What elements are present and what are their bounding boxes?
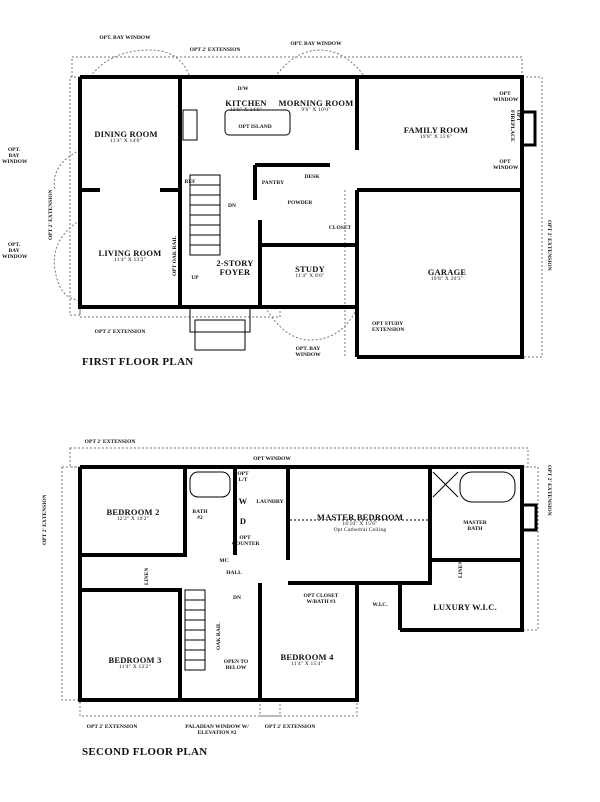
opt-extension-label: OPT 2' EXTENSION: [86, 724, 138, 730]
room-size: 16'10" X 15'6": [342, 520, 378, 527]
optional-extension-lines: [53, 49, 543, 717]
room-size: 19'8" X 20'3": [430, 275, 464, 282]
opt-oak-rail-label: OPT OAK RAIL: [172, 235, 178, 276]
paladian-window-label: PALADIAN WINDOW W/ ELEVATION #2: [185, 724, 249, 736]
opt-extension-label: OPT 2' EXTENSION: [48, 189, 54, 240]
desk-label: DESK: [304, 174, 320, 180]
room-name: LIVING ROOM: [98, 248, 162, 258]
opt-extension-label: OPT 2' EXTENSION: [84, 439, 136, 445]
opt-window-label: OPT WINDOW: [493, 159, 519, 171]
first-floor-fixtures: [182, 109, 291, 351]
mc-label: MC: [219, 558, 229, 564]
opt-bay-window-label: OPT. BAY WINDOW: [99, 35, 151, 41]
room-size: 11'4" X 8'6": [295, 272, 325, 279]
opt-fireplace-label: OPT FIREPLACE: [509, 110, 521, 142]
washer-label: W: [238, 496, 248, 506]
room-name: FAMILY ROOM: [403, 125, 469, 135]
opt-bay-window-label: OPT. BAY WINDOW: [2, 147, 28, 165]
powder-label: POWDER: [287, 200, 313, 206]
room-name: BEDROOM 2: [106, 507, 160, 517]
laundry-label: LAUNDRY: [256, 499, 284, 505]
room-name: STUDY: [295, 264, 325, 274]
opt-island-label: OPT ISLAND: [238, 124, 272, 130]
opt-lt-label: OPT L/T: [237, 471, 249, 483]
stairs-down-label: DN: [233, 595, 241, 601]
room-name: DINING ROOM: [94, 129, 158, 139]
room-size: 12'2" X 10'2": [116, 515, 150, 522]
second-floor-fixtures: [184, 471, 538, 671]
pantry-label: PANTRY: [261, 180, 285, 186]
opt-extension-label: OPT 2' EXTENSION: [264, 724, 316, 730]
opt-window-label: OPT WINDOW: [493, 91, 519, 103]
opt-extension-label: OPT 2' EXTENSION: [94, 329, 146, 335]
room-name: BEDROOM 4: [280, 652, 334, 662]
linen-label: LINEN: [144, 567, 150, 585]
dishwasher-label: D/W: [237, 86, 249, 92]
opt-extension-label: OPT 2' EXTENSION: [42, 494, 48, 545]
second-floor-title: SECOND FLOOR PLAN: [82, 746, 208, 758]
room-name: KITCHEN: [225, 98, 267, 108]
opt-extension-label: OPT 2' EXTENSION: [546, 220, 552, 271]
closet-label: CLOSET: [328, 225, 352, 231]
room-size: 13'6" X 14'0": [229, 106, 263, 113]
foyer-room: 2-STORY FOYER: [216, 258, 254, 277]
open-to-below-label: OPEN TO BELOW: [223, 659, 249, 671]
room-size: 11'4" X 13'2": [113, 256, 147, 263]
master-bath-label: MASTER BATH: [463, 520, 487, 532]
opt-bay-window-label: OPT. BAY WINDOW: [290, 41, 342, 47]
room-name: MORNING ROOM: [278, 98, 354, 108]
opt-bay-window-label: OPT. BAY WINDOW: [2, 242, 28, 260]
oak-rail-label: OAK RAIL: [216, 622, 222, 650]
room-size: 11'4" X 14'0": [109, 137, 143, 144]
room-name: BEDROOM 3: [108, 655, 162, 665]
opt-study-extension-label: OPT STUDY EXTENSION: [372, 321, 405, 333]
linen-label: LINEN: [458, 560, 464, 578]
opt-bay-window-label: OPT. BAY WINDOW: [295, 346, 321, 358]
dryer-label: D: [239, 516, 247, 526]
hall-label: HALL: [226, 570, 242, 576]
room-name: GARAGE: [427, 267, 467, 277]
second-floor-walls: [78, 465, 524, 702]
opt-window-label: OPT WINDOW: [253, 456, 291, 462]
cathedral-ceiling-note: Opt Cathedral Ceiling: [333, 526, 387, 533]
opt-extension-label: OPT 2' EXTENSION: [546, 465, 552, 516]
first-floor-title: FIRST FLOOR PLAN: [82, 356, 194, 368]
room-size: 11'4" X 12'2": [118, 663, 152, 670]
room-size: 11'4" X 15'4": [290, 660, 324, 667]
room-size: 19'8" X 15'6": [419, 133, 453, 140]
ref-label: REF: [184, 179, 196, 185]
luxury-wic-label: LUXURY W.I.C.: [433, 602, 497, 612]
first-floor-walls: [78, 75, 537, 359]
stairs-down-label: DN: [228, 203, 236, 209]
bath2-label: BATH #2: [192, 509, 208, 521]
room-name: MASTER BEDROOM: [316, 512, 404, 522]
opt-closet-label: OPT CLOSET W/BATH #3: [303, 593, 339, 605]
room-size: 9'6" X 10'0": [301, 106, 331, 113]
opt-extension-label: OPT 2' EXTENSION: [189, 47, 241, 53]
wic-label: W.I.C.: [372, 602, 388, 608]
stairs-up-label: UP: [191, 275, 199, 281]
opt-counter-label: OPT COUNTER: [232, 535, 260, 547]
